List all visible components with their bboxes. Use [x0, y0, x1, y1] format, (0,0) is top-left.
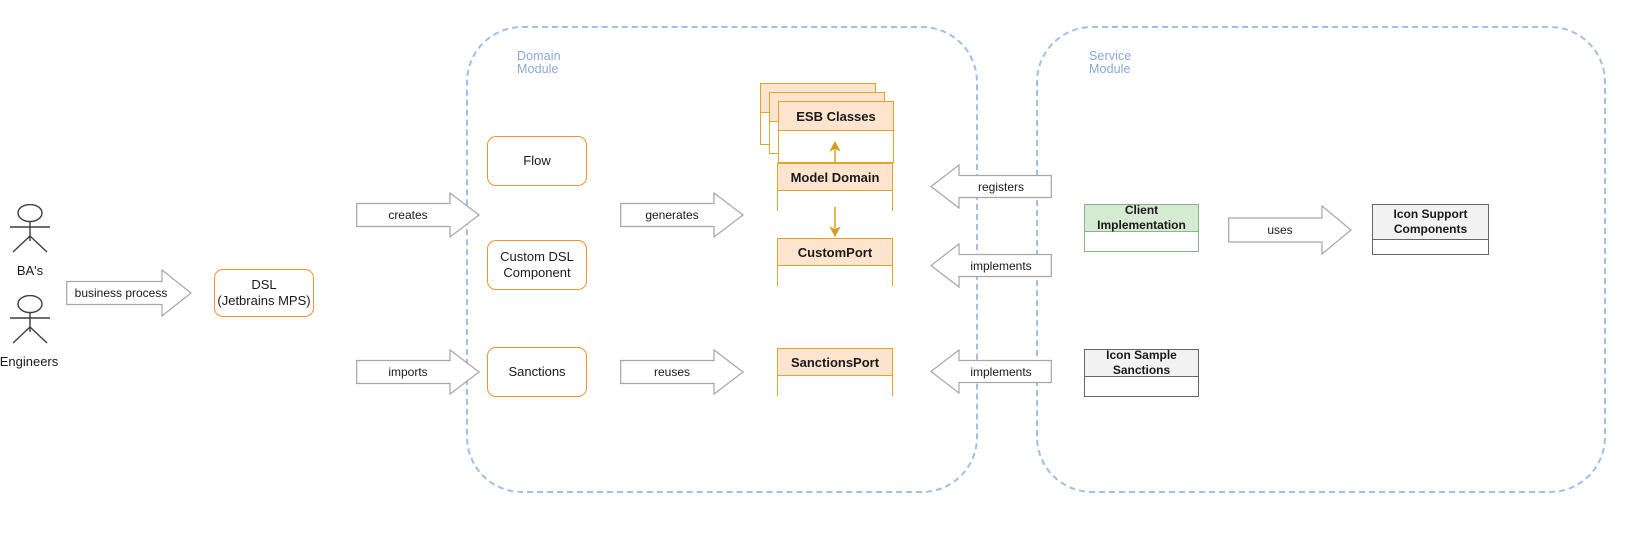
sanctions-port-body	[778, 376, 892, 397]
sanctions-port-header: SanctionsPort	[778, 349, 892, 376]
custom-port[interactable]: CustomPort	[777, 238, 893, 287]
actor-engineers	[6, 295, 54, 347]
client-implementation-header: Client Implementation	[1085, 203, 1198, 232]
service-module-container	[1036, 26, 1606, 493]
actor-ba-label: BA's	[16, 263, 44, 278]
esb-classes[interactable]: ESB Classes	[778, 101, 894, 163]
service-module-label: Service Module	[1089, 49, 1132, 76]
client-implementation[interactable]: Client Implementation	[1084, 203, 1199, 253]
icon-support-components[interactable]: Icon Support Components	[1372, 204, 1489, 255]
arrow-reuses: reuses	[620, 348, 744, 396]
node-flow[interactable]: Flow	[487, 136, 587, 186]
custom-port-body	[778, 266, 892, 287]
icon-sample-sanctions-body	[1085, 377, 1198, 398]
icon-sample-sanctions-header: Icon Sample Sanctions	[1085, 348, 1198, 377]
custom-port-header: CustomPort	[778, 239, 892, 266]
arrow-uses: uses	[1228, 204, 1352, 256]
arrow-business-process: business process	[66, 268, 192, 318]
model-domain-body	[778, 191, 892, 212]
node-dsl[interactable]: DSL (Jetbrains MPS)	[214, 269, 314, 317]
node-custom-dsl-component[interactable]: Custom DSL Component	[487, 240, 587, 290]
arrow-implements-custom-port: implements	[930, 242, 1052, 289]
actor-engineers-label: Engineers	[0, 354, 59, 369]
icon-sample-sanctions[interactable]: Icon Sample Sanctions	[1084, 348, 1199, 398]
icon-support-components-body	[1373, 240, 1488, 256]
arrow-creates: creates	[356, 191, 480, 239]
node-sanctions[interactable]: Sanctions	[487, 347, 587, 397]
client-implementation-body	[1085, 232, 1198, 253]
icon-support-components-header: Icon Support Components	[1373, 205, 1488, 240]
domain-module-label: Domain Module	[517, 49, 561, 76]
arrow-generates: generates	[620, 191, 744, 239]
arrow-registers: registers	[930, 163, 1052, 210]
esb-classes-header: ESB Classes	[779, 102, 893, 131]
sanctions-port[interactable]: SanctionsPort	[777, 348, 893, 397]
model-domain[interactable]: Model Domain	[777, 163, 893, 212]
model-domain-header: Model Domain	[778, 164, 892, 191]
actor-ba	[6, 204, 54, 256]
arrow-implements-sanctions-port: implements	[930, 348, 1052, 395]
arrow-imports: imports	[356, 348, 480, 396]
connector-model-domain-to-custom-port	[826, 207, 844, 238]
